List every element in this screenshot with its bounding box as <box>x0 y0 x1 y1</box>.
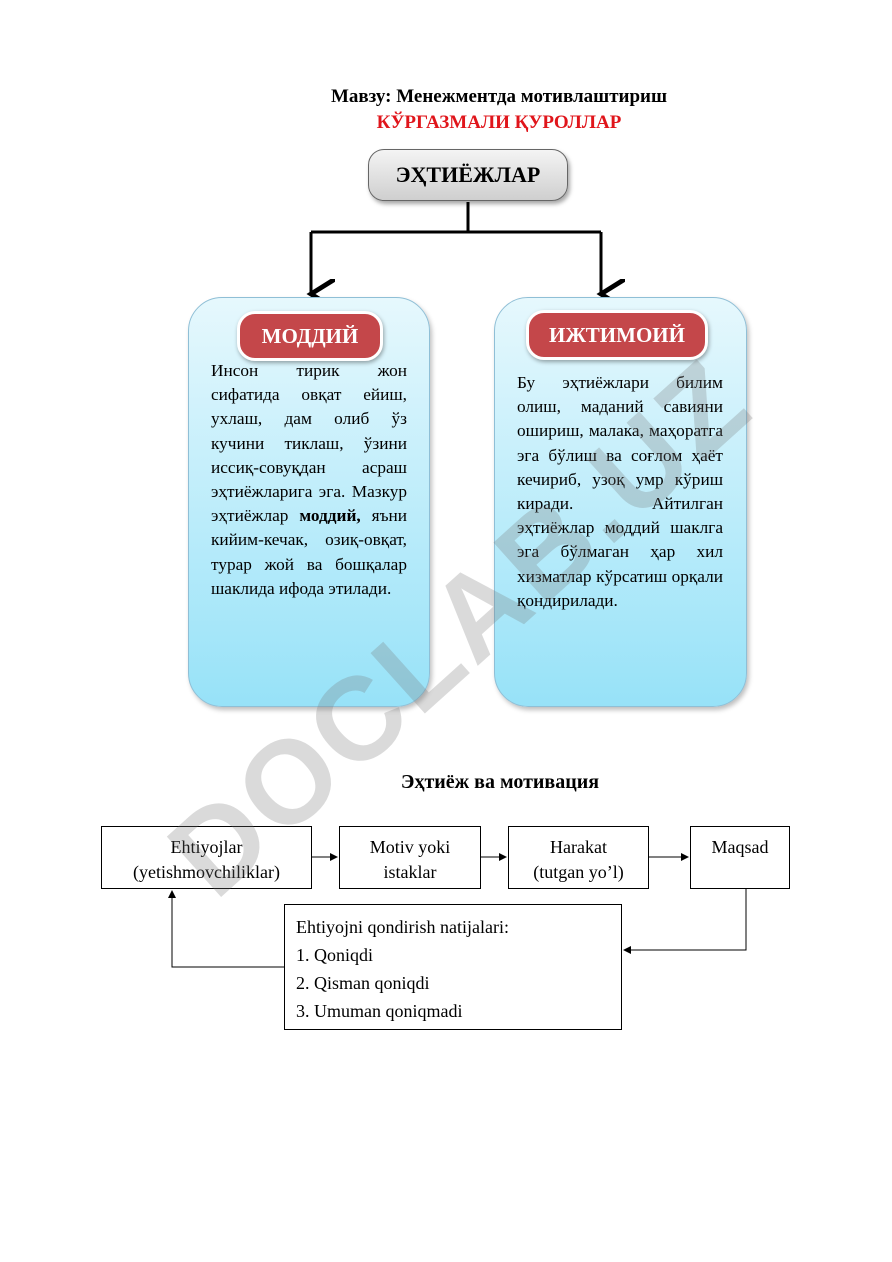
needs-box-line2: (yetishmovchiliklar) <box>133 862 280 882</box>
action-box-line1: Harakat <box>550 837 607 857</box>
needs-root-box: ЭҲТИЁЖЛАР <box>368 149 568 201</box>
material-needs-text: Инсон тирик жон сифатида овқат ейиш, ухл… <box>211 359 407 601</box>
material-text-part1: Инсон тирик жон сифатида овқат ейиш, ухл… <box>211 361 407 526</box>
action-box-line2: (tutgan yo’l) <box>533 862 624 882</box>
goal-box: Maqsad <box>690 826 790 889</box>
result-item: 1. Qoniqdi <box>296 945 374 965</box>
results-box: Ehtiyojni qondirish natijalari: 1. Qoniq… <box>284 904 622 1030</box>
action-box: Harakat (tutgan yo’l) <box>508 826 649 889</box>
flow-arrow-goal-to-results <box>623 889 747 954</box>
material-text-bold: моддий, <box>299 506 361 526</box>
topic-title: Мавзу: Менежментда мотивлаштириш <box>330 86 668 107</box>
motive-box: Motiv yoki istaklar <box>339 826 481 889</box>
social-needs-text: Бу эҳтиёжлари билим олиш, маданий савиян… <box>517 373 723 610</box>
result-item: 3. Umuman qoniqmadi <box>296 1001 463 1021</box>
social-needs-card <box>494 297 747 707</box>
social-label: ИЖТИМОИЙ <box>526 310 708 360</box>
material-text-part2: яъни кийим-кечак, озиқ-овқат, турар жой … <box>211 506 407 598</box>
needs-box: Ehtiyojlar (yetishmovchiliklar) <box>101 826 312 889</box>
page-subtitle: КЎРГАЗМАЛИ ҚУРОЛЛАР <box>376 112 622 133</box>
needs-box-line1: Ehtiyojlar <box>170 837 243 857</box>
goal-box-line1: Maqsad <box>711 837 769 857</box>
material-needs-card <box>188 297 430 707</box>
material-label: МОДДИЙ <box>237 311 383 361</box>
motive-box-line1: Motiv yoki <box>369 837 451 857</box>
flow-arrow-results-to-needs <box>168 890 284 968</box>
motive-box-line2: istaklar <box>383 862 437 882</box>
motivation-section-title: Эҳтиёж ва мотивация <box>400 771 600 793</box>
result-item: 2. Qisman qoniqdi <box>296 973 430 993</box>
results-heading: Ehtiyojni qondirish natijalari: <box>296 917 509 937</box>
